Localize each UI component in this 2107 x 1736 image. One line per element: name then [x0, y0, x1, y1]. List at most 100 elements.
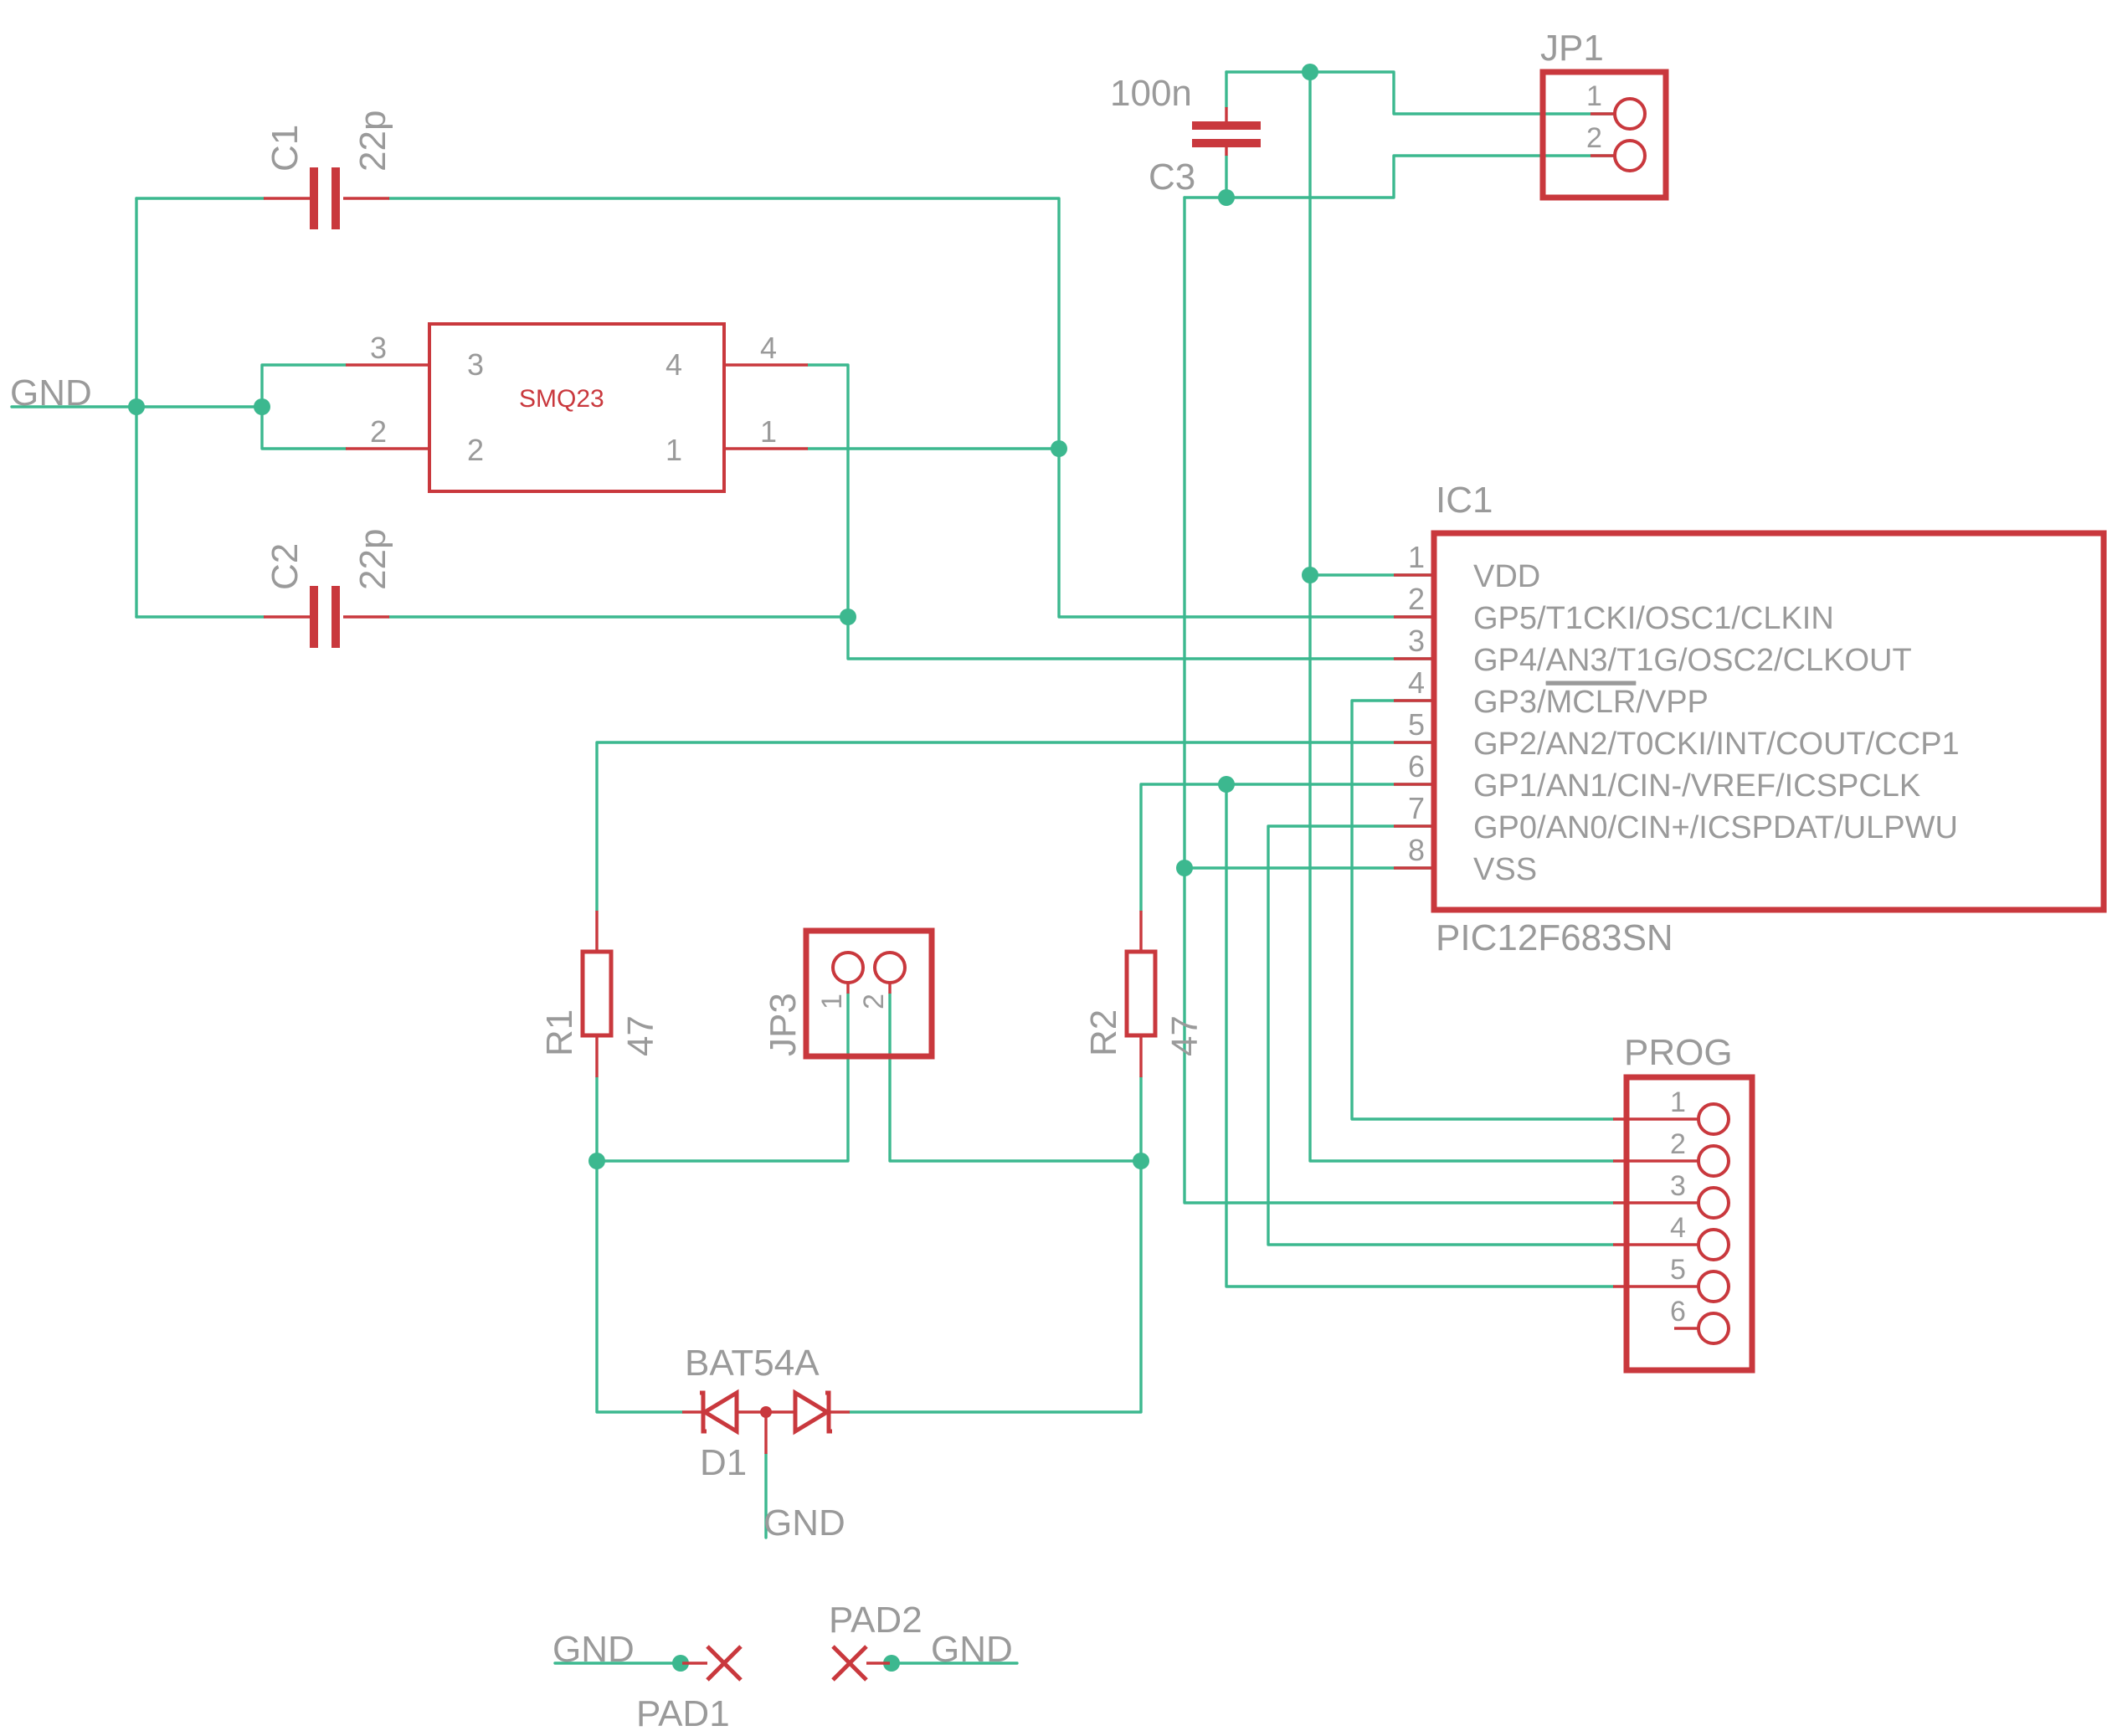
d1-part: BAT54A [685, 1343, 820, 1384]
c1-value: 22p [352, 110, 393, 172]
prog-pin-num: 5 [1670, 1254, 1686, 1286]
junction-dot [1302, 567, 1318, 583]
wire-r1-bottom [595, 1076, 684, 1414]
crystal-pin-num: 1 [760, 414, 777, 449]
gnd-label-pad1: GND [552, 1629, 635, 1670]
junction-dot [1218, 776, 1235, 793]
resistor-r2: R2 47 [1083, 911, 1205, 1077]
junction-dot [1176, 860, 1193, 876]
c3-name: C3 [1149, 157, 1195, 198]
crystal-name: SMQ23 [519, 385, 604, 413]
wire-gp2-r1 [595, 741, 1436, 912]
jp3-pin-num: 1 [816, 994, 848, 1009]
junction-dot [883, 1655, 900, 1672]
c1-name: C1 [265, 125, 306, 172]
gnd-label-diode: GND [763, 1502, 845, 1543]
wires [10, 70, 1615, 1665]
d1-name: D1 [700, 1442, 747, 1483]
ic-pin-num: 5 [1408, 707, 1425, 742]
crystal-pin-num: 3 [370, 331, 387, 365]
connector-prog: PROG 1 2 3 4 5 6 [1613, 1032, 1755, 1374]
c2-value: 22p [352, 529, 393, 590]
ic-pin-num: 1 [1408, 540, 1425, 574]
ic-pin-gp4: GP4/AN3/T1G/OSC2/CLKOUT [1473, 643, 1912, 678]
wire-r2-bottom [848, 1076, 1143, 1414]
connector-jp1: JP1 1 2 [1539, 28, 1669, 201]
ic-pin-gp2: GP2/AN2/T0CKI/INT/COUT/CCP1 [1473, 727, 1960, 762]
capacitor-c3: 100n C3 [1110, 73, 1261, 198]
crystal-pin-name: 4 [666, 347, 682, 382]
ic-name: IC1 [1436, 480, 1493, 521]
ic-pin-gp1: GP1/AN1/CIN-/VREF/ICSPCLK [1473, 768, 1920, 804]
crystal-pin-num: 4 [760, 331, 777, 365]
junction-dot [672, 1655, 689, 1672]
resistor-r1: R1 47 [539, 911, 661, 1077]
ic-pin-gp0: GP0/AN0/CIN+/ICSPDAT/ULPWU [1473, 810, 1958, 845]
ic-pin-gp3: GP3/MCLR/VPP [1473, 685, 1709, 720]
r1-value: 47 [620, 1015, 661, 1056]
jp3-pin-num: 2 [858, 994, 890, 1009]
ic-pic12f683: IC1 PIC12F683SN 1 2 3 4 5 6 7 8 VDD GP5/… [1394, 480, 2107, 958]
ic-pin-num: 2 [1408, 582, 1425, 616]
jp1-pin-num: 1 [1586, 80, 1602, 112]
ic-part: PIC12F683SN [1436, 917, 1673, 958]
wire-gp0-prog4 [1267, 824, 1615, 1246]
prog-pin-num: 2 [1670, 1128, 1686, 1160]
crystal-smq23: SMQ23 3 2 4 1 3 2 4 1 [346, 322, 808, 493]
wire-vss-vertical [1183, 196, 1615, 1204]
crystal-pin-name: 3 [467, 347, 484, 382]
wire-crystal-pins-3-2 [260, 363, 347, 450]
crystal-pin-num: 2 [370, 414, 387, 449]
junction-dot [1051, 440, 1067, 457]
prog-pin-num: 3 [1670, 1170, 1686, 1202]
connector-jp3: JP3 1 2 [763, 927, 935, 1060]
capacitor-c2: C2 22p [264, 529, 393, 648]
ic-pin-numbers: 1 2 3 4 5 6 7 8 [1408, 540, 1425, 867]
junctions [128, 64, 1318, 1672]
prog-name: PROG [1624, 1032, 1733, 1073]
wire-gp1-prog5 [1225, 783, 1615, 1288]
ic-pin-num: 4 [1408, 665, 1425, 700]
r2-name: R2 [1083, 1009, 1124, 1056]
pad1-name: PAD1 [636, 1693, 730, 1734]
r1-name: R1 [539, 1009, 580, 1056]
junction-dot [1133, 1153, 1149, 1169]
gnd-label-pad2: GND [931, 1629, 1013, 1670]
wire-crystal-pin4-osc2 [806, 363, 1436, 660]
wire-r1-jp3 [595, 992, 850, 1163]
junction-dot [840, 609, 856, 625]
jp1-name: JP1 [1540, 28, 1604, 69]
capacitor-c1: C1 22p [264, 110, 393, 229]
wire-r2-jp3 [888, 992, 1143, 1163]
r2-value: 47 [1164, 1015, 1205, 1056]
junction-dot [254, 398, 270, 415]
wire-c1-osc1 [388, 197, 1436, 619]
wire-vdd-top [1225, 70, 1615, 116]
gnd-label-left: GND [10, 372, 92, 413]
prog-pin-num: 4 [1670, 1212, 1686, 1244]
ic-pin-num: 7 [1408, 791, 1425, 825]
ic-pin-num: 8 [1408, 833, 1425, 867]
wire-gp1-r2 [1139, 783, 1436, 912]
c2-name: C2 [265, 543, 306, 590]
ic-pin-num: 6 [1408, 749, 1425, 783]
pad-2: PAD2 [829, 1600, 922, 1682]
jp1-pin-num: 2 [1586, 122, 1602, 154]
ic-pin-gp5: GP5/T1CKI/OSC1/CLKIN [1473, 601, 1834, 636]
ic-pin-vss: VSS [1473, 852, 1537, 887]
ic-pin-names: VDD GP5/T1CKI/OSC1/CLKIN GP4/AN3/T1G/OSC… [1473, 559, 1960, 887]
diode-d1: BAT54A D1 [682, 1343, 850, 1483]
wire-vdd-vertical [1308, 70, 1615, 1163]
crystal-pin-name: 1 [666, 433, 682, 467]
prog-pin-num: 1 [1670, 1086, 1686, 1118]
wire-vss-top [1183, 154, 1615, 199]
ic-pin-vdd: VDD [1473, 559, 1540, 594]
junction-dot [1302, 64, 1318, 80]
jp3-name: JP3 [763, 993, 804, 1056]
pad2-name: PAD2 [829, 1600, 922, 1641]
pad-1: PAD1 [636, 1645, 743, 1734]
crystal-pin-name: 2 [467, 433, 484, 467]
mclr-overbar-text: MCLR [1546, 685, 1637, 720]
junction-dot [588, 1153, 605, 1169]
